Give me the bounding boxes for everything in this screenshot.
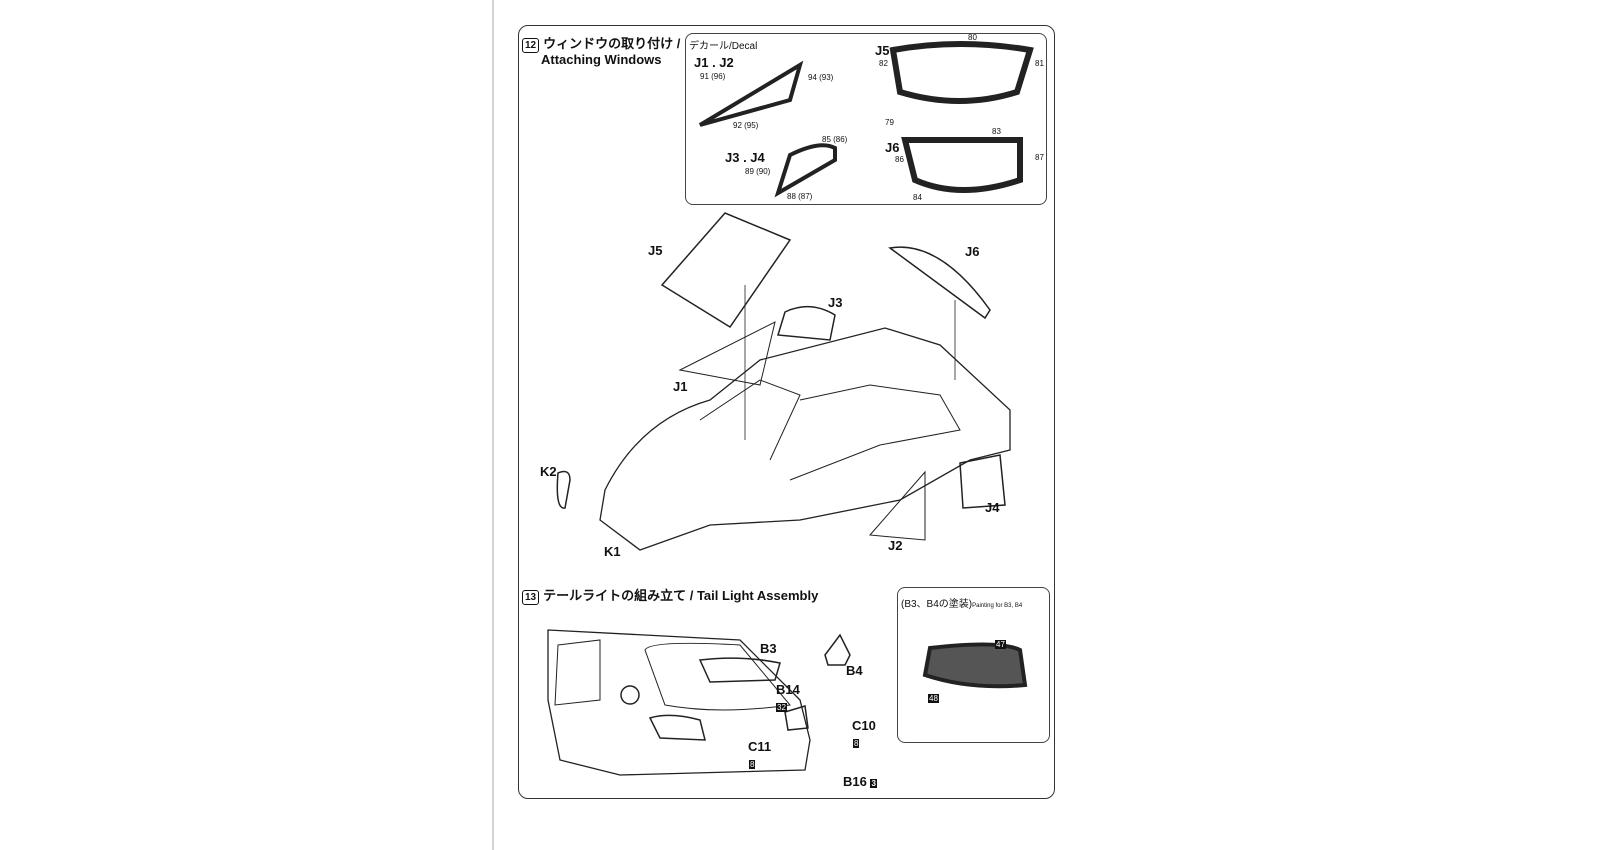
decal-mark: 89 (90) [745, 167, 771, 176]
part-label-b16: B16 3 [843, 774, 877, 789]
part-label-j6: J6 [965, 244, 980, 259]
decal-mark: 84 [913, 193, 922, 202]
part-label-c10: C10 [852, 718, 876, 733]
step12-title-en: Attaching Windows [541, 52, 662, 67]
decal-j3j4-label: J3 . J4 [725, 150, 765, 165]
j3-window [777, 306, 836, 341]
part-label-j3: J3 [828, 295, 843, 310]
instruction-frame [518, 25, 1055, 799]
rear-window [644, 642, 791, 711]
decal-j6-label: J6 [885, 140, 900, 155]
painting-b3-example [922, 642, 1028, 689]
color-code-c10: 8 [853, 739, 860, 748]
part-label-b4: B4 [846, 663, 863, 678]
part-label-j4: J4 [985, 500, 1000, 515]
decal-mark: 80 [968, 33, 977, 42]
k2-part [556, 470, 571, 509]
decal-j6-window [901, 137, 1023, 193]
decal-mark: 92 (95) [733, 121, 759, 130]
decal-box [685, 33, 1047, 205]
decal-mark: 91 (96) [700, 72, 726, 81]
part-label-c11: C11 [748, 739, 772, 754]
part-label-b3: B3 [760, 641, 777, 656]
decal-j1-window [698, 60, 804, 127]
decal-j3-window [774, 143, 837, 198]
decal-mark: 85 (86) [822, 135, 848, 144]
color-code-b16: 3 [870, 779, 877, 788]
decal-mark: 83 [992, 127, 1001, 136]
j4-window [959, 454, 1006, 509]
page-spine [492, 0, 494, 850]
tail-light-right [784, 705, 809, 731]
j5-windshield [660, 212, 792, 329]
part-label-k2: K2 [540, 464, 557, 479]
part-label-j1: J1 [673, 379, 688, 394]
step12-title-jp: ウィンドウの取り付け / [543, 36, 681, 51]
color-code-c11: 8 [749, 760, 756, 769]
paint-color-47: 47 [995, 640, 1006, 649]
j1-window [678, 321, 776, 386]
j6-window [888, 246, 991, 320]
painting-heading: (B3、B4の塗装)Painting for B3, B4 [901, 595, 1022, 610]
part-label-j2: J2 [888, 538, 903, 553]
decal-mark: 82 [879, 59, 888, 68]
decal-mark: 79 [885, 118, 894, 127]
decal-j1j2-label: J1 . J2 [694, 55, 734, 70]
part-label-b14: B14 [776, 682, 800, 697]
decal-mark: 88 (87) [787, 192, 813, 201]
paint-color-48: 48 [928, 694, 939, 703]
decal-mark: 81 [1035, 59, 1044, 68]
painting-heading-jp: (B3、B4の塗装) [901, 599, 973, 610]
decal-mark: 86 [895, 155, 904, 164]
decal-j5-label: J5 [875, 43, 890, 58]
decal-mark: 87 [1035, 153, 1044, 162]
step13-title-text: テールライトの組み立て / Tail Light Assembly [543, 588, 819, 603]
decal-j5-window [889, 41, 1034, 104]
b4-part [824, 633, 851, 666]
b3-part [698, 657, 781, 683]
fuel-cap [620, 685, 640, 705]
car-body-front [599, 327, 1011, 551]
part-label-b16-text: B16 [843, 774, 867, 789]
part-label-j5: J5 [648, 243, 663, 258]
color-code-b14: 32 [776, 703, 787, 712]
side-window [554, 639, 601, 706]
tail-light-left [648, 714, 706, 741]
painting-subheading: Painting for B3, B4 [972, 603, 1023, 609]
step13-number: 13 [522, 590, 540, 605]
decal-mark: 94 (93) [808, 73, 834, 82]
painting-box [897, 587, 1050, 743]
j2-window [868, 470, 926, 541]
step12-number: 12 [522, 38, 540, 53]
part-label-k1: K1 [604, 544, 621, 559]
decal-heading: デカール/Decal [689, 41, 758, 52]
